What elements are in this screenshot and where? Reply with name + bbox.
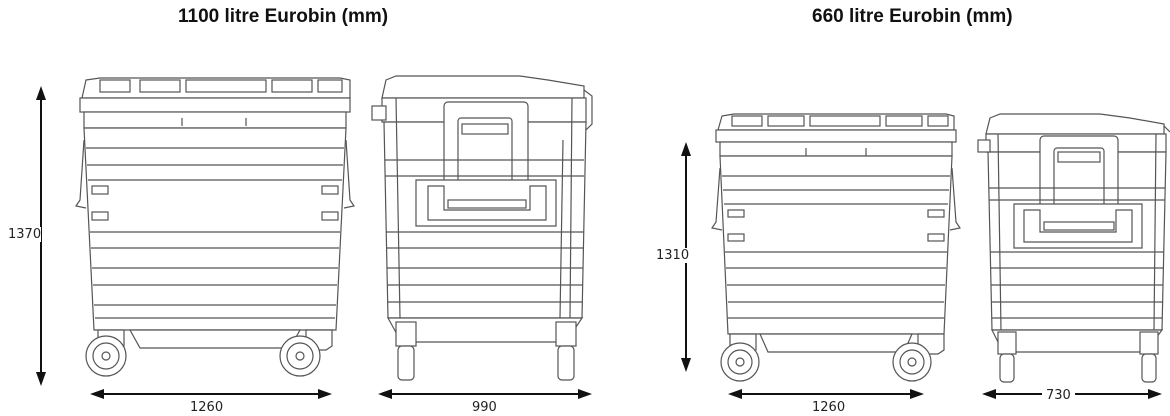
large-side-width-arrow [378,389,592,399]
large-height-label: 1370 [8,227,42,242]
small-front-width-label: 1260 [808,400,850,415]
large-front-width-label: 1260 [186,400,228,415]
title-660-litre: 660 litre Eurobin (mm) [812,6,1013,27]
small-bin-front-view [711,113,961,382]
small-side-width-label: 730 [1042,388,1075,403]
title-1100-litre: 1100 litre Eurobin (mm) [178,6,389,27]
small-front-width-arrow [728,389,924,399]
large-front-width-arrow [90,389,332,399]
small-bin-side-view [977,113,1170,383]
large-bin-side-view [371,75,593,381]
small-height-label: 1310 [656,248,690,263]
large-side-width-label: 990 [468,400,501,415]
large-bin-front-view [75,77,355,377]
